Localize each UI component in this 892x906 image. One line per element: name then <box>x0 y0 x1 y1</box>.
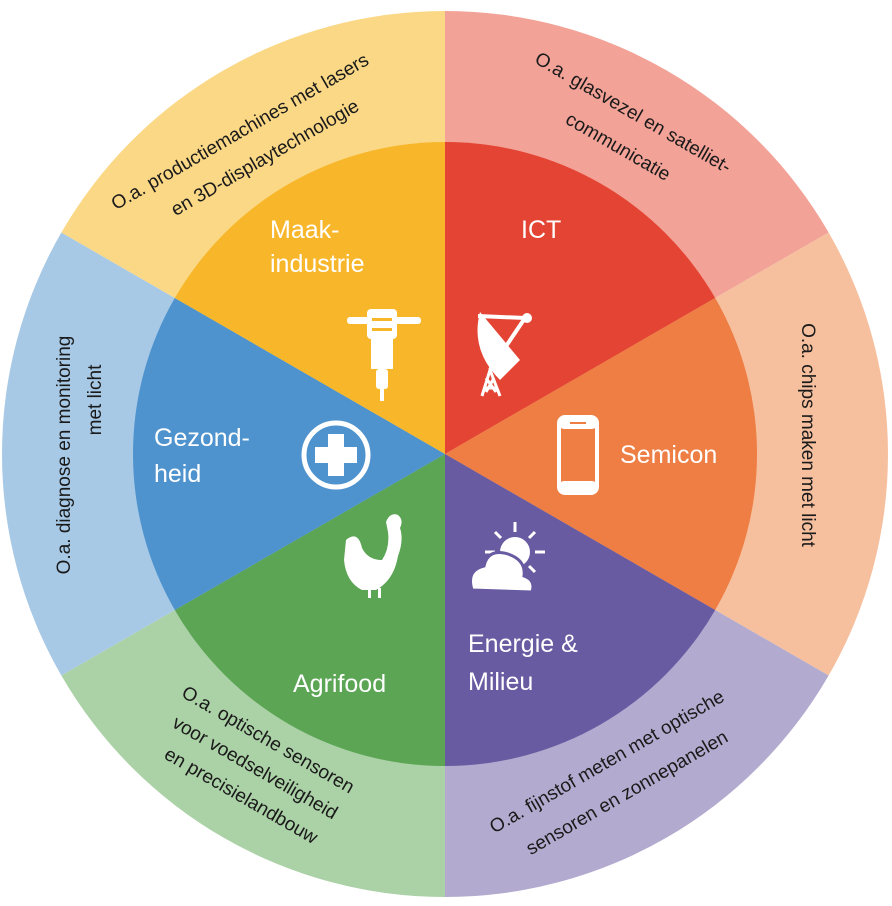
label-agrifood: Agrifood <box>293 670 386 698</box>
label-gezondheid-1: Gezond- <box>154 424 250 452</box>
chicken-icon <box>344 514 402 598</box>
outer-description-semicon: O.a. chips maken met licht <box>797 323 818 548</box>
label-gezondheid-2: heid <box>154 460 201 488</box>
label-maakindustrie-1: Maak- <box>270 216 339 244</box>
label-energie-2: Milieu <box>468 668 533 696</box>
inner-sector-gezondheid <box>133 298 445 610</box>
label-energie-1: Energie & <box>468 630 578 658</box>
inner-sector-agrifood <box>174 454 445 766</box>
inner-sector-semicon <box>445 298 757 610</box>
inner-sector-ict <box>445 142 716 454</box>
label-semicon: Semicon <box>620 441 717 469</box>
sun-cloud-icon <box>469 522 545 594</box>
label-ict: ICT <box>521 216 561 244</box>
desc-line: met licht <box>85 364 106 435</box>
medical-cross-icon <box>301 420 371 490</box>
outer-description-gezondheid: O.a. diagnose en monitoring met licht <box>54 336 106 575</box>
label-maakindustrie-2: industrie <box>270 250 365 278</box>
jackhammer-icon <box>347 309 421 401</box>
desc-line: O.a. diagnose en monitoring <box>54 336 75 575</box>
desc-line: O.a. chips maken met licht <box>797 323 818 548</box>
inner-sector-energie <box>445 454 716 766</box>
smartphone-icon <box>557 415 599 495</box>
satellite-dish-icon <box>477 312 532 397</box>
